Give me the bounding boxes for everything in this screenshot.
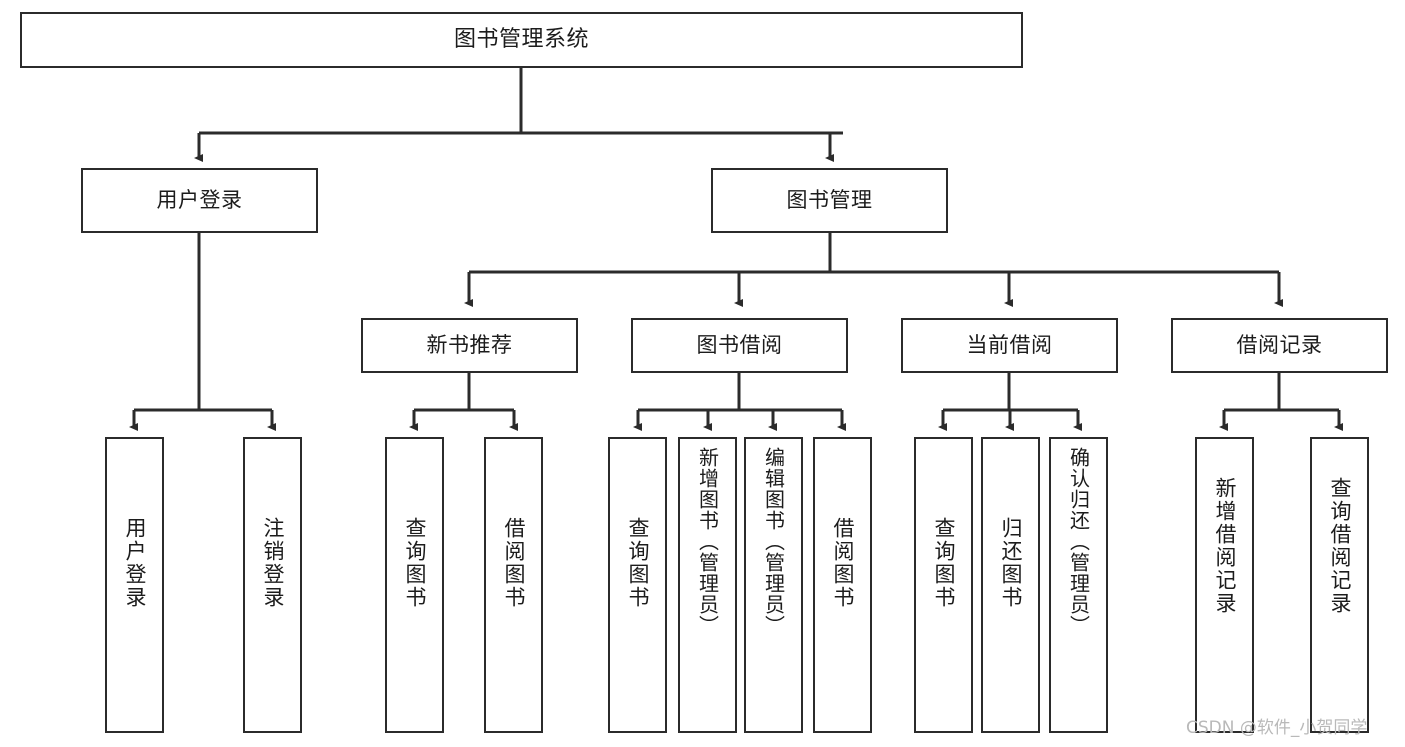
leaf-add-book-admin[interactable]: 新增图书（管理员） xyxy=(678,437,737,733)
node-label: 借阅记录 xyxy=(1236,333,1323,358)
node-label: 查询图书 xyxy=(626,517,650,609)
node-label: 新增图书（管理员） xyxy=(695,447,720,636)
node-label: 用户登录 xyxy=(123,517,147,609)
leaf-add-borrow-record[interactable]: 新增借阅记录 xyxy=(1195,437,1254,733)
node-user-login[interactable]: 用户登录 xyxy=(81,168,318,233)
node-label: 查询图书 xyxy=(932,517,956,609)
leaf-edit-book-admin[interactable]: 编辑图书（管理员） xyxy=(744,437,803,733)
leaf-borrow-book-new-rec[interactable]: 借阅图书 xyxy=(484,437,543,733)
leaf-user-login[interactable]: 用户登录 xyxy=(105,437,164,733)
node-label: 归还图书 xyxy=(999,517,1023,609)
node-label: 查询图书 xyxy=(403,517,427,609)
leaf-confirm-return-admin[interactable]: 确认归还（管理员） xyxy=(1049,437,1108,733)
leaf-borrow-book-borrow[interactable]: 借阅图书 xyxy=(813,437,872,733)
node-current-borrow[interactable]: 当前借阅 xyxy=(901,318,1118,373)
node-label: 新书推荐 xyxy=(426,333,513,358)
node-book-borrow[interactable]: 图书借阅 xyxy=(631,318,848,373)
node-label: 编辑图书（管理员） xyxy=(761,447,786,636)
node-root-book-management-system[interactable]: 图书管理系统 xyxy=(20,12,1023,68)
node-label: 借阅图书 xyxy=(831,517,855,609)
node-label: 图书管理系统 xyxy=(453,27,589,53)
node-label: 借阅图书 xyxy=(502,517,526,609)
leaf-query-book-new-rec[interactable]: 查询图书 xyxy=(385,437,444,733)
node-label: 用户登录 xyxy=(156,188,243,213)
leaf-query-book-current[interactable]: 查询图书 xyxy=(914,437,973,733)
node-new-book-recommendation[interactable]: 新书推荐 xyxy=(361,318,578,373)
node-label: 查询借阅记录 xyxy=(1328,477,1352,615)
node-label: 确认归还（管理员） xyxy=(1066,447,1091,636)
node-label: 图书借阅 xyxy=(696,333,783,358)
node-label: 注销登录 xyxy=(261,517,285,609)
node-label: 当前借阅 xyxy=(966,333,1053,358)
node-label: 新增借阅记录 xyxy=(1213,477,1237,615)
leaf-query-borrow-record[interactable]: 查询借阅记录 xyxy=(1310,437,1369,733)
csdn-watermark: CSDN @软件_小贺同学 xyxy=(1186,718,1368,738)
node-borrow-record[interactable]: 借阅记录 xyxy=(1171,318,1388,373)
node-label: 图书管理 xyxy=(786,188,873,213)
leaf-return-book[interactable]: 归还图书 xyxy=(981,437,1040,733)
leaf-query-book-borrow[interactable]: 查询图书 xyxy=(608,437,667,733)
leaf-logout[interactable]: 注销登录 xyxy=(243,437,302,733)
node-book-management[interactable]: 图书管理 xyxy=(711,168,948,233)
